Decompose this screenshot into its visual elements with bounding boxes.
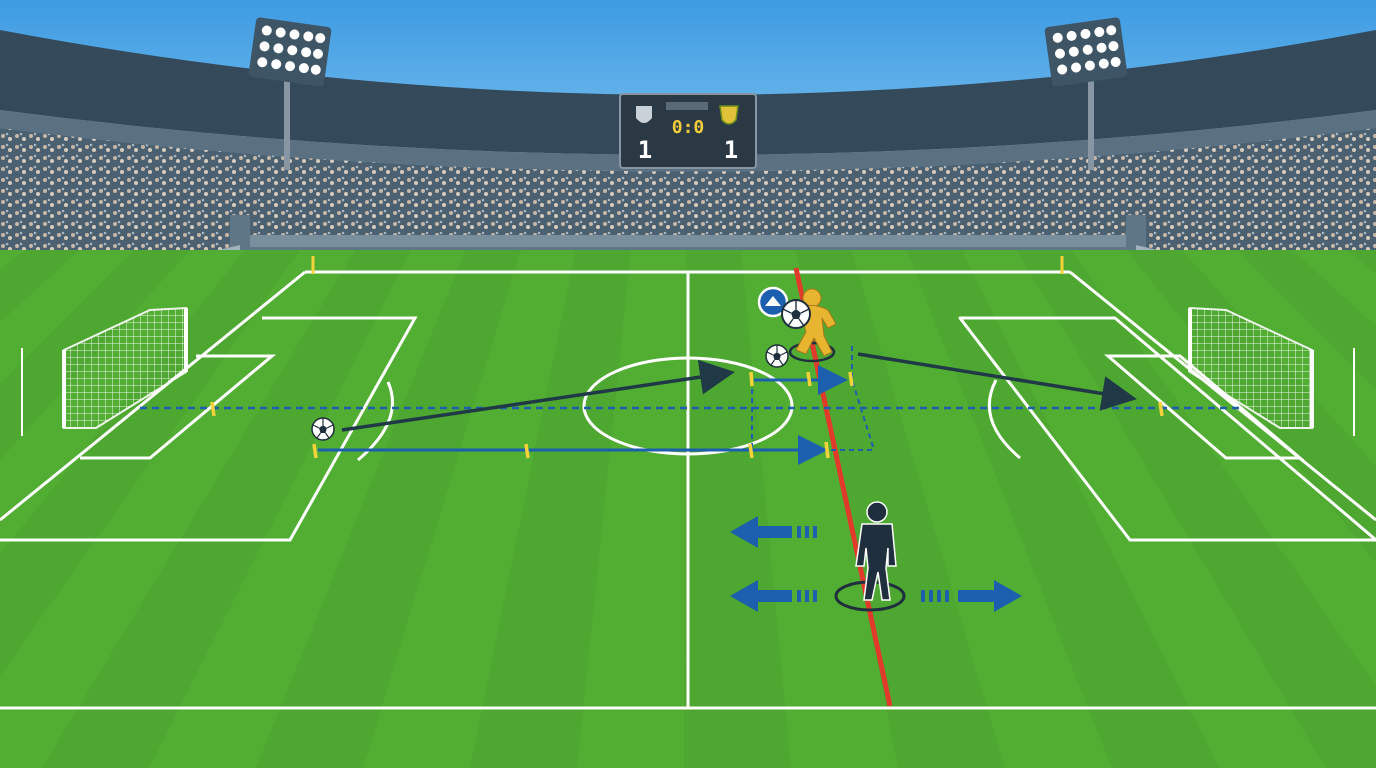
direction-arrow-icon[interactable] — [921, 580, 1022, 612]
pitch-stripe — [0, 250, 301, 768]
right-penalty-arc — [987, 379, 1021, 460]
soccer-ball-icon[interactable] — [781, 299, 811, 329]
floodlight-right — [1044, 17, 1128, 170]
direction-arrow-icon[interactable] — [730, 516, 817, 548]
defender-player[interactable] — [834, 501, 906, 612]
pitch-stripe — [256, 250, 521, 768]
pass-arrow-2 — [857, 352, 1137, 411]
soccer-ball-icon[interactable] — [765, 344, 789, 368]
lower-crowd — [250, 180, 1126, 235]
centre-circle — [582, 356, 794, 456]
pitch-markings — [0, 270, 1376, 710]
pitch-stripe — [906, 250, 1219, 768]
tactical-lines — [140, 346, 1240, 465]
right-penalty-box — [958, 316, 1376, 542]
away-score: 1 — [724, 136, 738, 164]
left-byline — [0, 270, 306, 522]
floodlight-left — [248, 17, 332, 170]
pass-arrow-1 — [341, 359, 735, 432]
left-penalty-arc — [357, 381, 394, 462]
corner-flags — [311, 256, 1064, 274]
scoreboard: 0:0 1 1 — [619, 93, 757, 169]
right-six-yard-box — [1103, 354, 1305, 460]
pitch-stripe — [0, 250, 191, 768]
shield-icon — [636, 106, 652, 123]
pitch-stripe — [42, 250, 411, 768]
pitch-stripe — [796, 250, 1005, 768]
crest-icon — [719, 105, 739, 125]
direction-arrow-icon[interactable] — [730, 580, 817, 612]
tick-markers — [210, 371, 1164, 459]
zone-outline — [751, 346, 875, 451]
stadium-roof — [0, 30, 1376, 155]
home-score: 1 — [638, 136, 652, 164]
right-byline — [1069, 270, 1376, 522]
soccer-ball-icon[interactable] — [311, 417, 335, 441]
pitch-stripe — [470, 250, 631, 768]
roof-edge — [0, 110, 1376, 172]
advert-board — [250, 235, 1126, 247]
left-goal — [21, 306, 188, 436]
match-timer: 0:0 — [672, 117, 705, 138]
right-goal — [1188, 306, 1355, 436]
